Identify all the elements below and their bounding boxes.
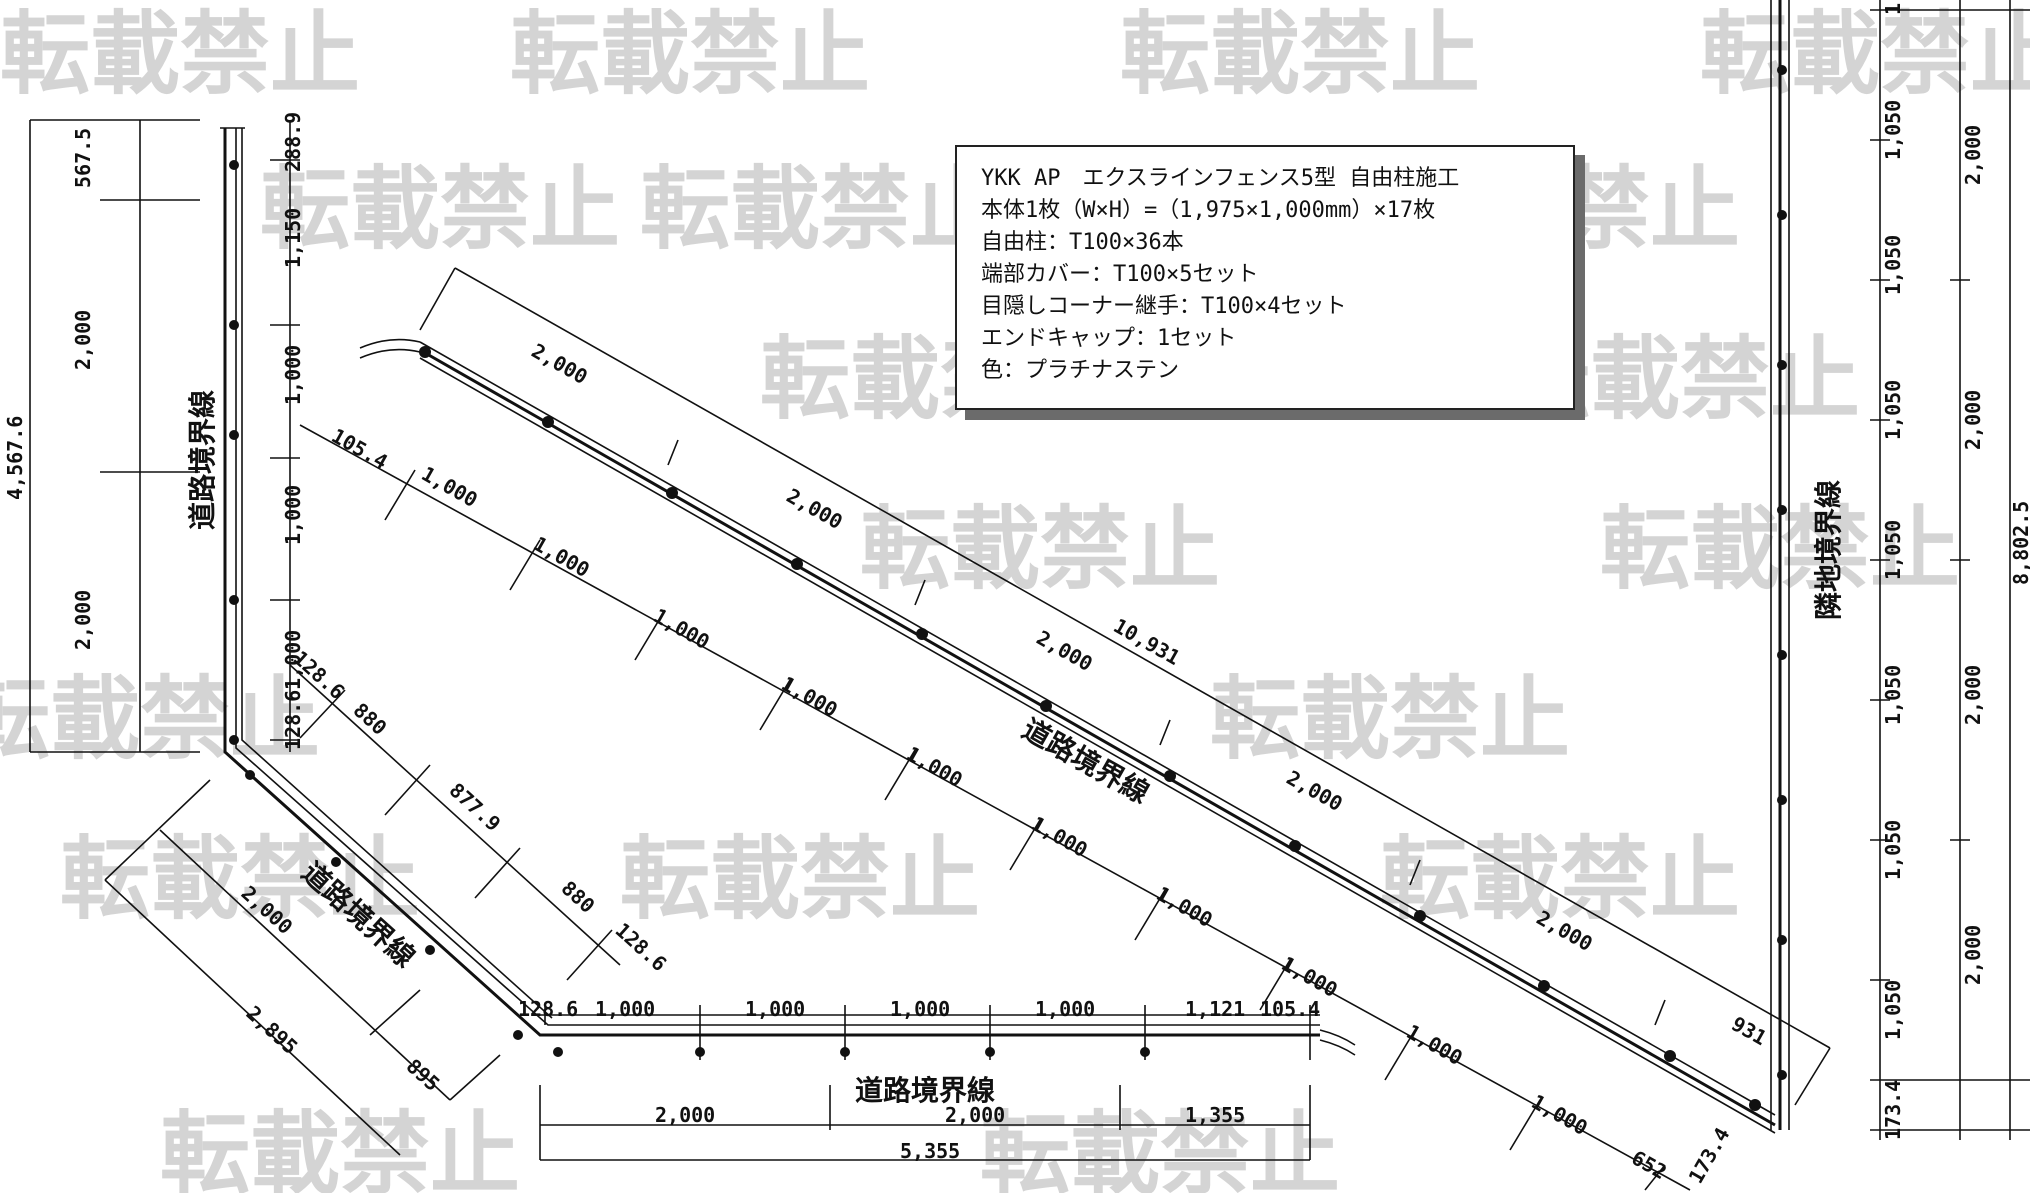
dim-corner-b: 880 xyxy=(349,698,392,740)
dim-bottom-i: 2,000 xyxy=(945,1103,1005,1127)
dim-right-b3: 1,050 xyxy=(1881,380,1905,440)
dim-left-seg3: 1,000 xyxy=(281,345,305,405)
watermark-text: 転載禁止 xyxy=(1380,827,1740,932)
left-fence xyxy=(220,127,1320,1057)
left-dimensions: 4,567.6 567.5 2,000 2,000 288.9 1,150 1,… xyxy=(3,112,305,753)
dim-diag-in5: 1,000 xyxy=(903,741,967,792)
dim-left-seg1: 288.9 xyxy=(281,112,305,172)
dim-diag-in4: 1,000 xyxy=(778,671,842,722)
dim-left-seg4: 1,000 xyxy=(281,485,305,545)
dim-bottom-h: 2,000 xyxy=(655,1103,715,1127)
watermark-text: 転載禁止 xyxy=(160,1102,520,1193)
dim-diag-in3: 1,000 xyxy=(650,603,714,654)
dim-right-b6: 1,050 xyxy=(1881,820,1905,880)
bottom-dimensions: 128.6 1,000 1,000 1,000 1,000 1,121 105.… xyxy=(518,997,1320,1163)
watermark-text: 転載禁止 xyxy=(1700,2,2030,107)
watermark-text: 転載禁止 xyxy=(640,157,1000,262)
dim-corner-d: 880 xyxy=(557,876,600,918)
dim-right-a3: 2,000 xyxy=(1961,665,1985,725)
watermark-text: 転載禁止 xyxy=(0,2,360,107)
dim-bottom-d: 1,000 xyxy=(890,997,950,1021)
dim-diag-in10: 1,000 xyxy=(1528,1089,1592,1140)
dim-diag-652: 652 xyxy=(1628,1145,1671,1184)
dim-diag-105: 105.4 xyxy=(328,423,392,474)
road-boundary-left: 道路境界線 xyxy=(186,390,219,530)
dim-left-seg6: 128.6 xyxy=(281,690,305,750)
dim-diag-in7: 1,000 xyxy=(1153,881,1217,932)
watermark-text: 転載禁止 xyxy=(860,497,1220,602)
watermark-text: 転載禁止 xyxy=(510,2,870,107)
dim-diag-out3: 2,000 xyxy=(1033,625,1097,676)
dim-bottom-j: 1,355 xyxy=(1185,1103,1245,1127)
dim-right-a1: 2,000 xyxy=(1961,125,1985,185)
road-boundary-diagonal: 道路境界線 xyxy=(1017,712,1155,810)
dim-right-bot: 173.4 xyxy=(1881,1080,1905,1140)
dim-bottom-e: 1,000 xyxy=(1035,997,1095,1021)
watermark-text: 転載禁止 xyxy=(980,1102,1340,1193)
spec-line-end-caps: エンドキャップ：1セット xyxy=(981,326,1237,351)
dim-diag-in6: 1,000 xyxy=(1028,811,1092,862)
neighbor-boundary-right: 隣地境界線 xyxy=(1812,480,1845,620)
dim-bottom-c: 1,000 xyxy=(745,997,805,1021)
watermark-text: 転載禁止 xyxy=(260,157,620,262)
spec-line-posts: 自由柱：T100×36本 xyxy=(981,230,1184,255)
dim-diag-in8: 1,000 xyxy=(1278,951,1342,1002)
dim-bottom-f: 1,121 xyxy=(1185,997,1245,1021)
dim-left-top: 567.5 xyxy=(71,128,95,188)
spec-line-product: YKK AP エクスラインフェンス5型 自由柱施工 xyxy=(981,166,1460,191)
watermark-text: 転載禁止 xyxy=(0,667,320,772)
dim-right-b4: 1,050 xyxy=(1881,520,1905,580)
dim-diag-total: 10,931 xyxy=(1110,613,1185,669)
dim-right-total: 8,802.5 xyxy=(2009,501,2030,585)
dim-left-low: 2,000 xyxy=(71,590,95,650)
spec-line-end-covers: 端部カバー：T100×5セット xyxy=(981,262,1259,287)
dim-bottom-total: 5,355 xyxy=(900,1139,960,1163)
dim-diag-in9: 1,000 xyxy=(1403,1019,1467,1070)
dim-lowleft-2895: 2,895 xyxy=(242,1001,303,1059)
dim-diag-in1: 1,000 xyxy=(418,461,482,512)
dim-right-b7: 1,050 xyxy=(1881,980,1905,1040)
dim-left-total: 4,567.6 xyxy=(3,416,27,500)
dim-right-b2: 1,050 xyxy=(1881,235,1905,295)
watermark-text: 転載禁止 xyxy=(1120,2,1480,107)
dim-right-b8: 1,050 xyxy=(1881,0,1905,15)
dim-diag-out2: 2,000 xyxy=(783,483,847,534)
dim-right-b5: 1,050 xyxy=(1881,665,1905,725)
watermark-text: 転載禁止 xyxy=(1210,667,1570,772)
dim-diag-931: 931 xyxy=(1728,1011,1771,1050)
dim-left-mid: 2,000 xyxy=(71,310,95,370)
spec-box: YKK AP エクスラインフェンス5型 自由柱施工 本体1枚（W×H）=（1,9… xyxy=(955,145,1575,410)
dim-diag-173: 173.4 xyxy=(1684,1123,1735,1187)
road-boundary-bottom: 道路境界線 xyxy=(855,1074,995,1107)
spec-line-color: 色：プラチナステン xyxy=(981,358,1180,383)
dim-diag-in2: 1,000 xyxy=(530,531,594,582)
watermark-text: 転載禁止 xyxy=(60,827,420,932)
right-fence: 隣地境界線 1,050 1,050 1,050 1,050 1,050 1,05… xyxy=(1770,0,2030,1140)
spec-line-corner-joints: 目隠しコーナー継手：T100×4セット xyxy=(981,294,1347,319)
dim-bottom-a: 128.6 xyxy=(518,997,578,1021)
dim-right-b1: 1,050 xyxy=(1881,100,1905,160)
spec-line-panels: 本体1枚（W×H）=（1,975×1,000mm）×17枚 xyxy=(981,198,1436,223)
dim-bottom-b: 1,000 xyxy=(595,997,655,1021)
dim-right-a4: 2,000 xyxy=(1961,925,1985,985)
dim-left-seg2: 1,150 xyxy=(281,208,305,268)
watermark-text: 転載禁止 xyxy=(620,827,980,932)
dim-diag-out1: 2,000 xyxy=(528,338,592,389)
dim-left-seg5: 1,000 xyxy=(281,630,305,690)
dim-corner-c: 877.9 xyxy=(445,778,506,836)
dim-bottom-g: 105.4 xyxy=(1260,997,1320,1021)
dim-diag-out4: 2,000 xyxy=(1283,765,1347,816)
dim-right-a2: 2,000 xyxy=(1961,390,1985,450)
